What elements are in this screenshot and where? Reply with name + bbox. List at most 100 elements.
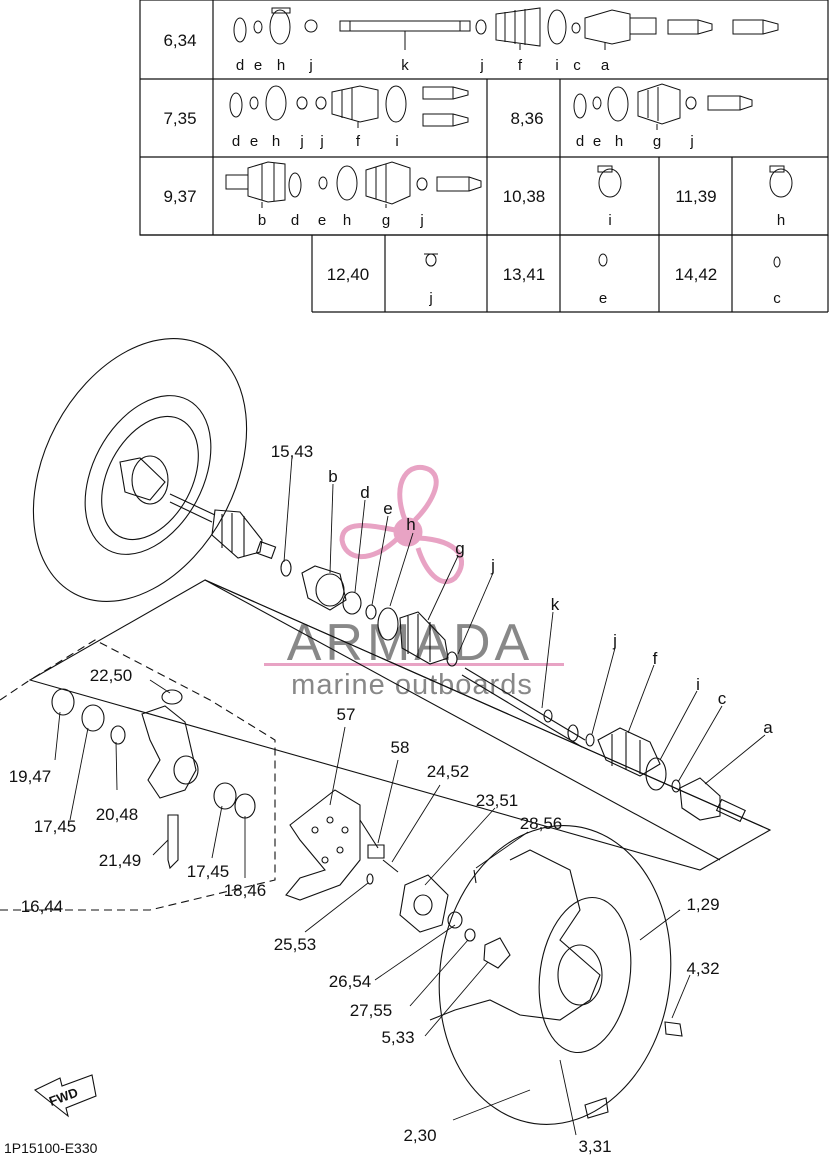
cv-boot-inner: [597, 727, 661, 777]
callout-e: e: [383, 499, 392, 518]
callout-k: k: [551, 595, 560, 614]
callout-28-56: 28,56: [520, 814, 563, 833]
kit-letter: e: [250, 133, 258, 150]
front-tire: [32, 338, 248, 602]
propeller-logo: [339, 465, 465, 585]
kit-ref-10-38: 10,38: [503, 187, 546, 206]
table-frame: [139, 0, 829, 236]
callout-57: 57: [337, 705, 356, 724]
callout-3-31: 3,31: [578, 1137, 611, 1156]
axle-shaft: [464, 667, 586, 741]
kit-letter: h: [615, 133, 623, 150]
kit-letter: i: [395, 133, 398, 150]
callout-17-45-left: 17,45: [34, 817, 77, 836]
callout-58: 58: [391, 738, 410, 757]
kit-letter: j: [319, 133, 323, 150]
kit-row-1-letters: d e h j k j f i c a: [236, 57, 610, 74]
callout-20-48: 20,48: [96, 805, 139, 824]
kit-letter: i: [608, 212, 611, 229]
watermark-tagline: marine outboards: [291, 669, 533, 701]
callout-h: h: [406, 515, 415, 534]
callout-c: c: [718, 689, 727, 708]
kit-ref-12-40: 12,40: [327, 265, 370, 284]
callout-i: i: [696, 675, 700, 694]
kit-letter: h: [343, 212, 351, 229]
callout-22-50: 22,50: [90, 666, 133, 685]
bolt-58: [367, 844, 385, 859]
callout-16-44: 16,44: [21, 897, 64, 916]
cv-boot-outer: [399, 611, 449, 665]
kit-letter: j: [419, 212, 423, 229]
kit-table: [139, 0, 829, 313]
callout-5-33: 5,33: [381, 1028, 414, 1047]
callout-25-53: 25,53: [274, 935, 317, 954]
kit-letter: e: [254, 57, 262, 74]
callout-labels: 15,43 b d e h g j k j f i c a 22,50 57 5…: [9, 442, 774, 1156]
kit-letter: g: [653, 133, 661, 150]
kit-letter: e: [318, 212, 326, 229]
callout-g: g: [455, 539, 464, 558]
kit-letter: c: [773, 290, 781, 307]
rear-tire: [438, 825, 672, 1125]
kit-row-4-letters: b d e h g j: [258, 212, 424, 229]
callout-a: a: [763, 718, 773, 737]
brake-disc: [285, 789, 361, 901]
front-wheel-rim: [84, 395, 212, 555]
parts-drawing: [0, 338, 772, 1136]
callout-2-30: 2,30: [403, 1126, 436, 1145]
callout-j-left: j: [490, 556, 495, 575]
kit-ref-8-36: 8,36: [510, 109, 543, 128]
wheel-rim: [429, 849, 601, 1021]
kit-single-part-sketches: [424, 165, 793, 268]
callout-15-43: 15,43: [271, 442, 314, 461]
kit-row-2-sketch: [229, 85, 469, 128]
cotter-pin: [473, 869, 477, 884]
kit-ref-7-35: 7,35: [163, 109, 196, 128]
fwd-arrow: [33, 1074, 97, 1118]
kit-letter: c: [573, 57, 581, 74]
callout-1-29: 1,29: [686, 895, 719, 914]
armada-watermark: ARMADA marine outboards: [264, 465, 564, 701]
callout-17-45-right: 17,45: [187, 862, 230, 881]
callout-19-47: 19,47: [9, 767, 52, 786]
kit-letter: d: [232, 133, 240, 150]
kit-letter: g: [382, 212, 390, 229]
kit-ref-9-37: 9,37: [163, 187, 196, 206]
kit-letter: j: [689, 133, 693, 150]
kit-letter: j: [299, 133, 303, 150]
kit-letter: f: [518, 57, 523, 74]
callout-18-46: 18,46: [224, 881, 267, 900]
kit-letter: f: [356, 133, 361, 150]
kit-letter: e: [593, 133, 601, 150]
callout-b: b: [328, 467, 337, 486]
wheel-hub: [399, 874, 449, 933]
callout-21-49: 21,49: [99, 851, 142, 870]
outer-cv-joint: [301, 565, 347, 611]
callout-23-51: 23,51: [476, 791, 519, 810]
steering-knuckle: [141, 705, 197, 799]
lug-nut: [664, 1021, 683, 1037]
kit-letter: a: [601, 57, 610, 74]
kit-letter: h: [272, 133, 280, 150]
kit-letter: e: [599, 290, 607, 307]
kit-row-3-sketch: [573, 83, 753, 130]
kit-letter: j: [428, 290, 432, 307]
kit-letter: i: [555, 57, 558, 74]
callout-d: d: [360, 483, 369, 502]
kit-letter: k: [401, 57, 409, 74]
kit-letter: h: [277, 57, 285, 74]
callout-27-55: 27,55: [350, 1001, 393, 1020]
callout-24-52: 24,52: [427, 762, 470, 781]
watermark-rule: [264, 663, 564, 666]
drive-shaft-assembled: [169, 493, 216, 516]
diagram-code: 1P15100-E330: [4, 1140, 98, 1156]
kit-letter: d: [291, 212, 299, 229]
axle-nut: [483, 937, 511, 969]
ball-joint: [167, 814, 179, 870]
kit-ref-14-42: 14,42: [675, 265, 718, 284]
kit-row-4-sketch: [225, 161, 482, 208]
callout-j-right: j: [612, 631, 617, 650]
kit-row-3-letters: d e h g j: [576, 133, 694, 150]
fwd-label: FWD: [47, 1085, 80, 1109]
